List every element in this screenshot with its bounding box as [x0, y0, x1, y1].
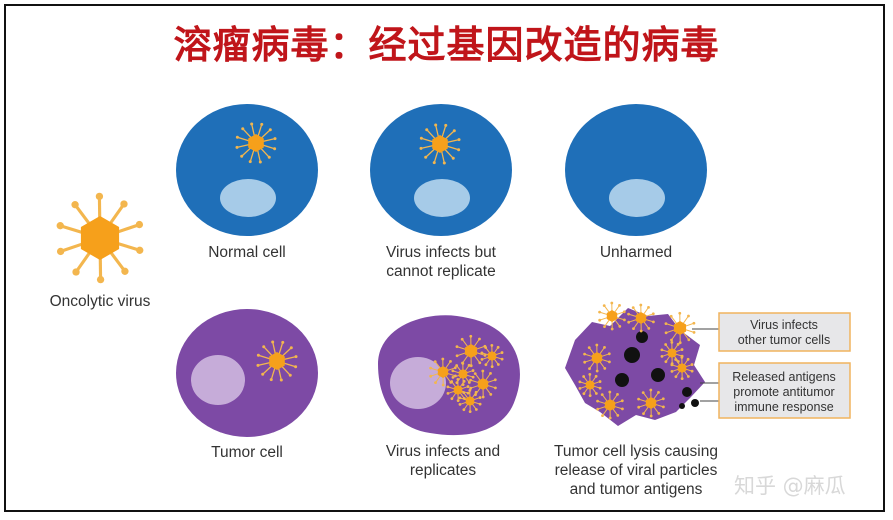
callout-infects-line2: other tumor cells — [738, 333, 830, 347]
virus-icon — [627, 303, 655, 333]
unharmed-cell-nucleus — [609, 179, 665, 217]
oncolytic-virus-label: Oncolytic virus — [50, 293, 151, 310]
callout-antigens-line3: immune response — [734, 400, 833, 414]
virus-icon — [578, 373, 602, 397]
tumor-cell-nucleus — [191, 355, 245, 405]
unharmed-label: Unharmed — [600, 244, 672, 261]
infected-normal-cell-nucleus — [414, 179, 470, 217]
replicates-label-line2: replicates — [410, 462, 477, 479]
normal-cell — [176, 104, 318, 236]
lysis-label-line1: Tumor cell lysis causing — [554, 443, 718, 460]
callout-box-antigens — [718, 362, 851, 419]
lysis-label-line2: release of viral particles — [555, 462, 718, 479]
unharmed-cell — [565, 104, 707, 236]
virus-icon — [455, 334, 487, 368]
virus-icon — [235, 122, 277, 164]
lysis-label-line3: and tumor antigens — [570, 481, 703, 498]
figure-title: 溶瘤病毒：经过基因改造的病毒 — [173, 23, 720, 67]
callout-antigens-line1: Released antigens — [732, 370, 836, 384]
callout-antigens-line2: promote antitumor — [733, 385, 834, 399]
virus-icon — [429, 357, 457, 387]
callout-box-infects — [718, 312, 851, 352]
lysing-tumor-cell — [565, 308, 705, 426]
oncolytic-virus-icon — [56, 192, 144, 284]
no-replicate-label-line2: cannot replicate — [386, 263, 495, 280]
virus-icon — [419, 123, 461, 165]
normal-cell-nucleus — [220, 179, 276, 217]
callout-infects-line1: Virus infects — [750, 318, 818, 332]
virus-icon — [596, 390, 624, 420]
tumor-debris — [615, 331, 699, 409]
normal-cell-label: Normal cell — [208, 244, 286, 261]
virus-icon — [446, 378, 470, 402]
virus-icon — [458, 389, 482, 413]
virus-icon — [670, 356, 694, 380]
virus-icon — [469, 369, 497, 399]
tumor-cell-label: Tumor cell — [211, 444, 283, 461]
virus-icon — [480, 344, 504, 368]
virus-icon — [637, 388, 665, 418]
figure-frame — [4, 4, 885, 512]
replicating-tumor-cell-nucleus — [390, 357, 446, 409]
virus-icon — [256, 340, 298, 382]
virus-icon — [664, 311, 696, 345]
no-replicate-label-line1: Virus infects but — [386, 244, 497, 261]
virus-icon — [583, 343, 611, 373]
replicates-label-line1: Virus infects and — [386, 443, 500, 460]
watermark: 知乎 @麻瓜 — [734, 474, 846, 498]
virus-icon — [598, 301, 626, 331]
infected-normal-cell — [370, 104, 512, 236]
